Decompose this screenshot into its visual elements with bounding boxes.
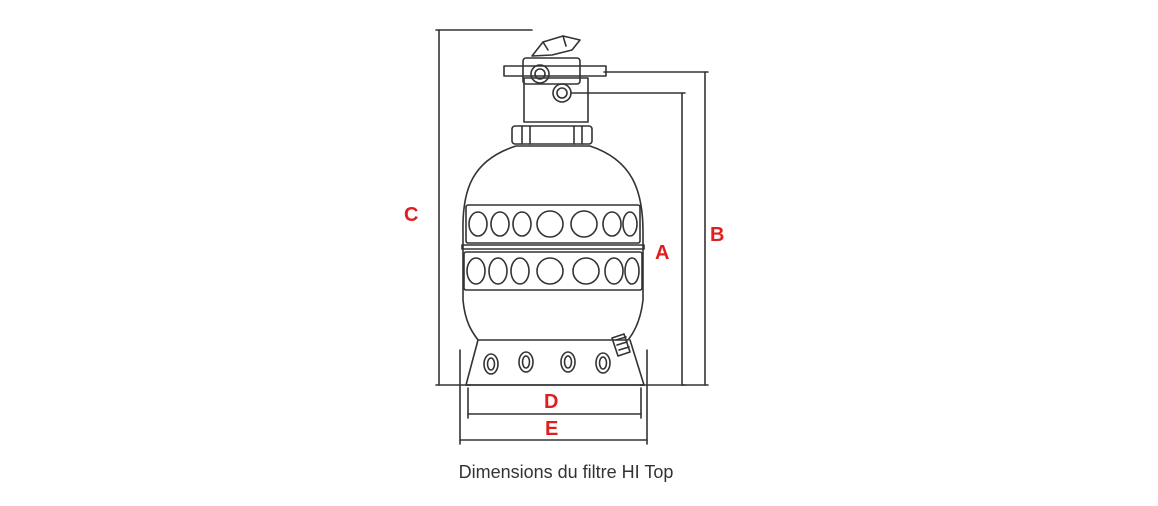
dimension-line-c xyxy=(435,29,533,386)
multiport-valve xyxy=(503,57,607,123)
filter-base xyxy=(465,339,645,386)
dimension-line-d xyxy=(467,387,642,419)
dimension-line-e xyxy=(459,349,648,445)
dimension-label-d: D xyxy=(544,391,558,413)
filter-tank xyxy=(462,145,644,341)
filter-band-circles-lower xyxy=(466,257,640,285)
filter-neck-ring xyxy=(511,125,593,145)
filter-band-circles-upper xyxy=(468,210,638,238)
dimension-line-b xyxy=(603,71,709,386)
dimension-label-c: C xyxy=(404,204,418,226)
dimension-line-a xyxy=(570,92,686,386)
filter-tank-bands xyxy=(461,204,645,291)
drain-cap xyxy=(611,333,631,357)
diagram-caption: Dimensions du filtre HI Top xyxy=(458,462,674,482)
dimension-label-b: B xyxy=(710,224,724,246)
dimension-label-e: E xyxy=(545,418,558,440)
valve-handle xyxy=(531,35,581,57)
dimension-label-a: A xyxy=(655,242,669,264)
